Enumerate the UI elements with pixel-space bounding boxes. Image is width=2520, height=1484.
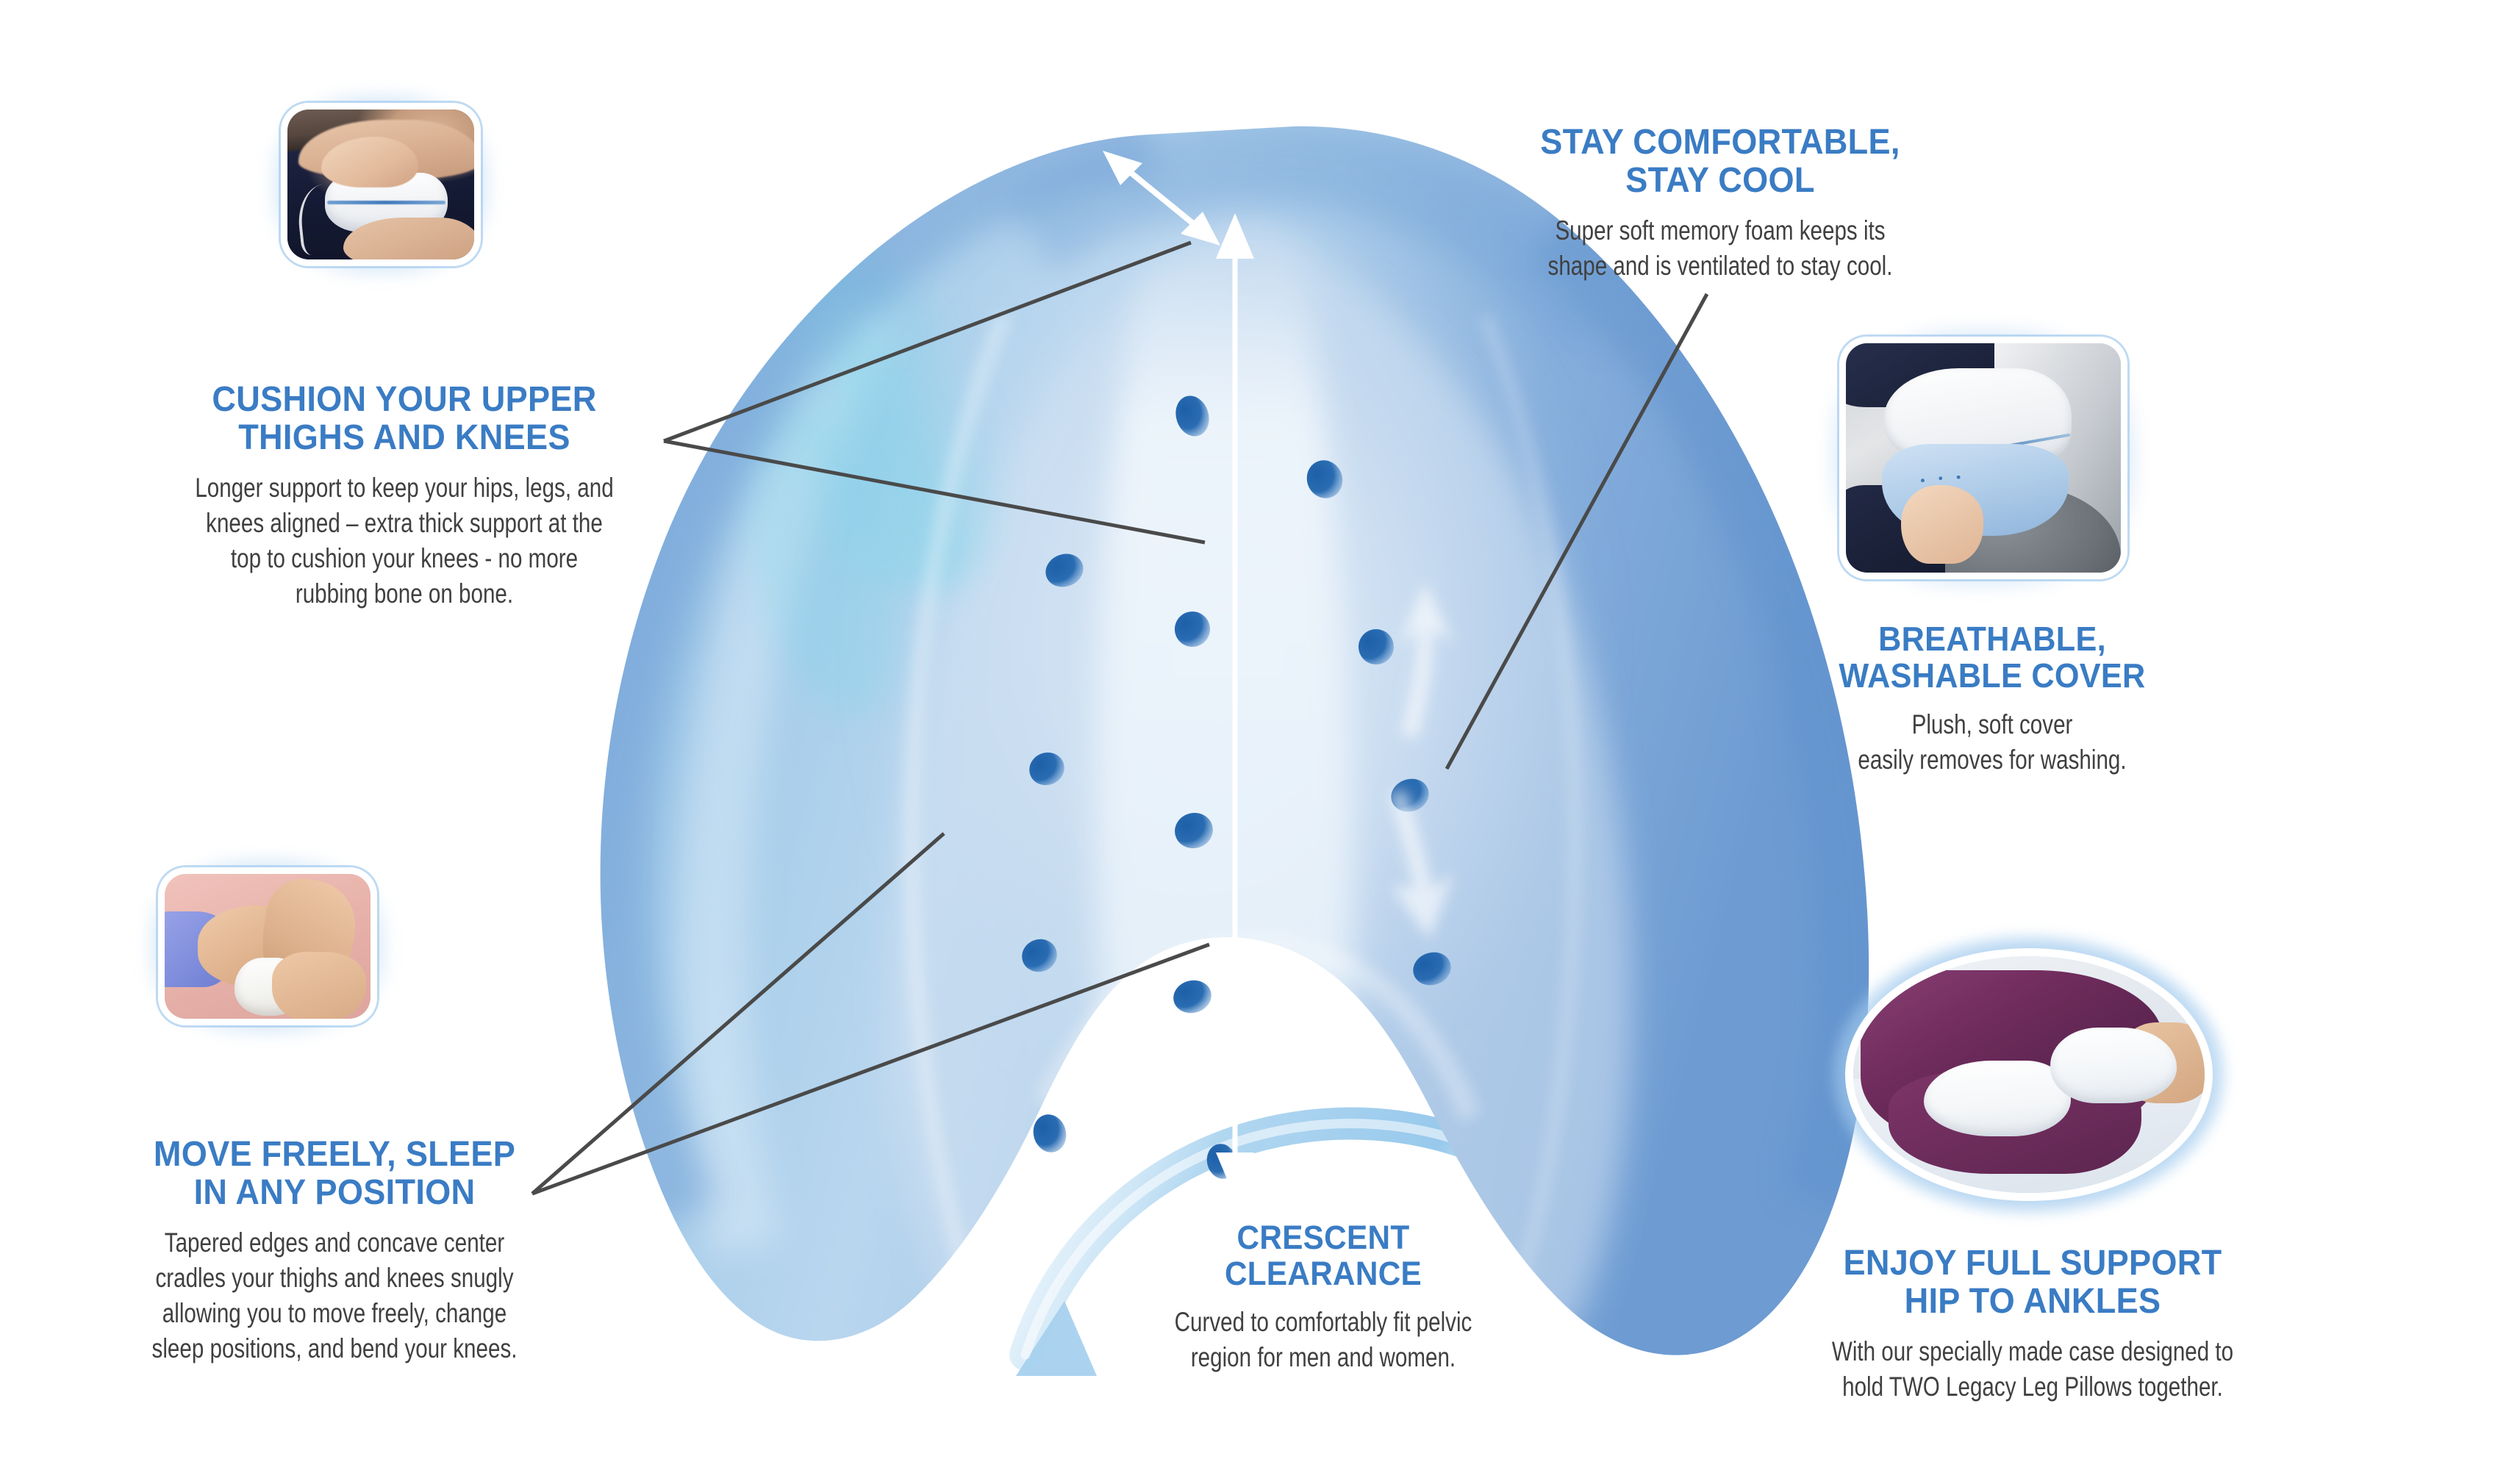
leader-lines [531,240,1709,1196]
photo-frame [1845,948,2213,1201]
callout-move-freely-sleep-in-any-position: MOVE FREELY, SLEEP IN ANY POSITION Taper… [44,1136,625,1366]
photo-content [1846,343,2121,573]
photo-content [1853,956,2205,1193]
height-measure-arrow [1216,213,1254,1198]
callout-stay-comfortable-stay-cool: STAY COMFORTABLE, STAY COOL Super soft m… [1426,123,2014,284]
callout-enjoy-full-support-hip-to-ankles: ENJOY FULL SUPPORT HIP TO ANKLES With ou… [1742,1244,2323,1405]
callout-body: Longer support to keep your hips, legs, … [195,472,614,609]
callout-body: Curved to comfortably fit pelvic region … [1174,1307,1472,1373]
photo-removable-cover-washing-machine [1828,325,2139,591]
ventilation-holes [1022,395,1451,1179]
callout-heading: STAY COMFORTABLE, STAY COOL [1540,123,1900,200]
photo-pillow-between-knees [269,91,493,278]
callout-cushion-your-upper-thighs-and-knees: CUSHION YOUR UPPER THIGHS AND KNEES Long… [110,381,698,612]
callout-heading: ENJOY FULL SUPPORT HIP TO ANKLES [1843,1244,2222,1321]
photo-side-sleeper-legs-on-pillow [146,856,389,1037]
callout-crescent-clearance: CRESCENT CLEARANCE Curved to comfortably… [1088,1219,1558,1375]
callout-body: Super soft memory foam keeps its shape a… [1547,215,1893,281]
thickness-measure-arrow [1103,151,1220,245]
callout-body: With our specially made case designed to… [1831,1336,2234,1402]
callout-body: Plush, soft cover easily removes for was… [1858,709,2127,775]
photo-two-pillows-full-leg-support [1833,936,2224,1213]
callout-breathable-washable-cover: BREATHABLE, WASHABLE COVER Plush, soft c… [1761,620,2224,778]
ventilation-airflow-arrows [1389,582,1454,939]
callout-body: Tapered edges and concave center cradles… [151,1227,518,1363]
photo-frame [281,103,481,266]
photo-content [165,874,371,1019]
photo-content [287,110,474,259]
leg-pillow-foam-illustration [600,126,1869,1355]
callout-heading: CRESCENT CLEARANCE [1224,1219,1422,1292]
photo-frame [158,867,377,1025]
callout-heading: MOVE FREELY, SLEEP IN ANY POSITION [153,1135,516,1212]
callout-heading: CUSHION YOUR UPPER THIGHS AND KNEES [212,380,597,457]
callout-heading: BREATHABLE, WASHABLE COVER [1839,620,2146,695]
photo-frame [1839,337,2127,579]
